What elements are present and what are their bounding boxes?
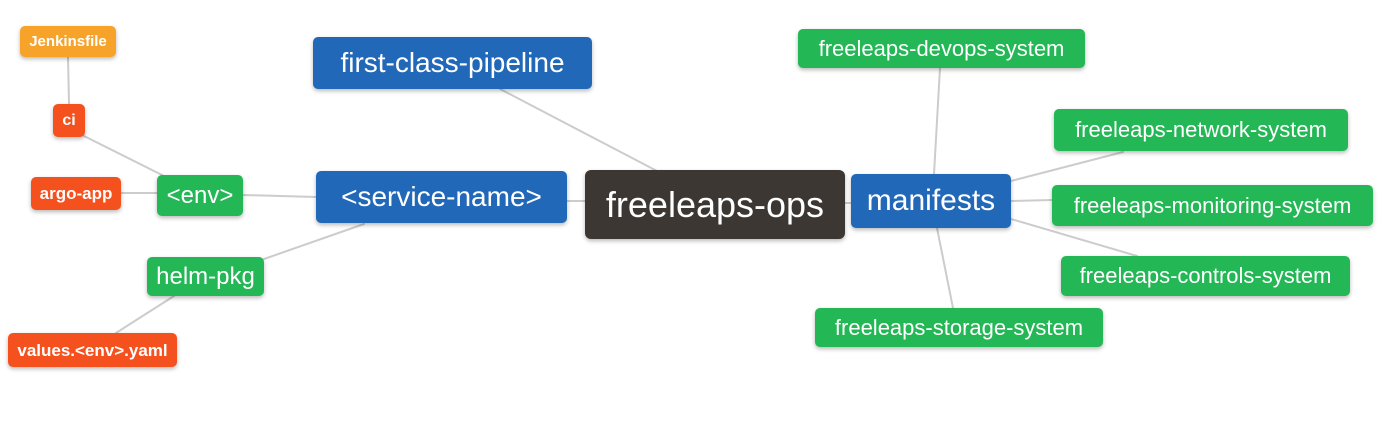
edge-env-service-name [242, 194, 317, 198]
edge-manifests-controls-system [1010, 218, 1138, 257]
node-freeleaps-controls-system[interactable]: freeleaps-controls-system [1061, 256, 1350, 296]
edge-manifests-storage-system [936, 227, 954, 309]
node-argo-app[interactable]: argo-app [31, 177, 121, 210]
node-freeleaps-storage-system[interactable]: freeleaps-storage-system [815, 308, 1103, 347]
node-first-class-pipeline[interactable]: first-class-pipeline [313, 37, 592, 89]
node-freeleaps-monitoring-system[interactable]: freeleaps-monitoring-system [1052, 185, 1373, 226]
node-ci[interactable]: ci [53, 104, 85, 137]
node-freeleaps-devops-system[interactable]: freeleaps-devops-system [798, 29, 1085, 68]
edge-jenkinsfile-ci [67, 56, 70, 105]
node-helm-pkg[interactable]: helm-pkg [147, 257, 264, 296]
node-manifests[interactable]: manifests [851, 174, 1011, 228]
edge-helm-pkg-service-name [263, 223, 365, 260]
node-env[interactable]: <env> [157, 175, 243, 216]
edge-manifests-monitoring-system [1010, 199, 1053, 202]
node-freeleaps-ops-root[interactable]: freeleaps-ops [585, 170, 845, 239]
edge-ci-env [83, 135, 165, 177]
edge-manifests-network-system [1010, 151, 1124, 182]
edge-manifests-devops-system [933, 67, 941, 175]
node-freeleaps-network-system[interactable]: freeleaps-network-system [1054, 109, 1348, 151]
node-service-name[interactable]: <service-name> [316, 171, 567, 223]
node-jenkinsfile[interactable]: Jenkinsfile [20, 26, 116, 57]
node-values-env-yaml[interactable]: values.<env>.yaml [8, 333, 177, 367]
edge-pipeline-freeleaps-ops [499, 88, 658, 172]
edge-values-helm-pkg [115, 295, 175, 334]
